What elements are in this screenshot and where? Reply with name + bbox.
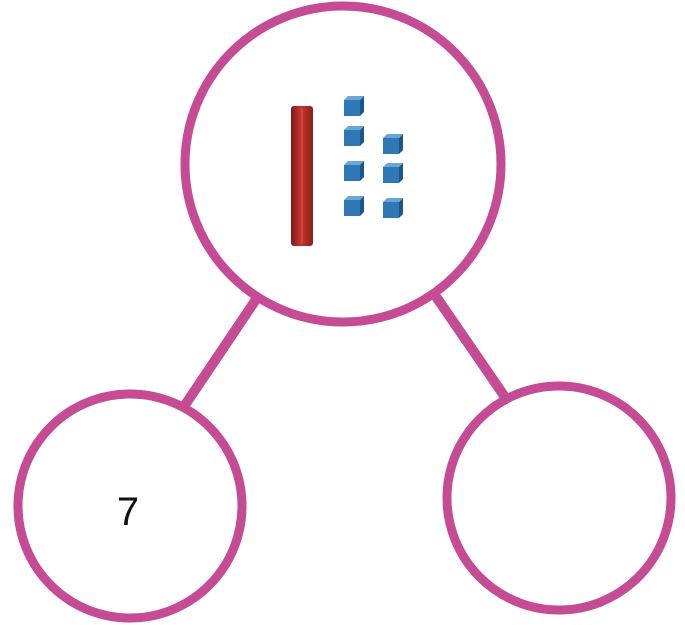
unit-cube <box>344 161 364 181</box>
left-part-circle <box>13 389 247 623</box>
unit-cube <box>344 96 364 116</box>
unit-cube <box>383 198 403 218</box>
left-part-value: 7 <box>117 490 139 534</box>
connector-left <box>180 293 262 410</box>
unit-cubes <box>344 96 403 218</box>
unit-cube <box>383 163 403 183</box>
base-ten-blocks <box>291 96 403 246</box>
whole-circle <box>180 1 506 327</box>
connector-right <box>432 293 512 405</box>
unit-cube <box>344 126 364 146</box>
unit-cube <box>344 196 364 216</box>
right-part-circle[interactable] <box>442 381 676 615</box>
unit-cube <box>383 134 403 154</box>
ten-rod <box>291 106 313 246</box>
